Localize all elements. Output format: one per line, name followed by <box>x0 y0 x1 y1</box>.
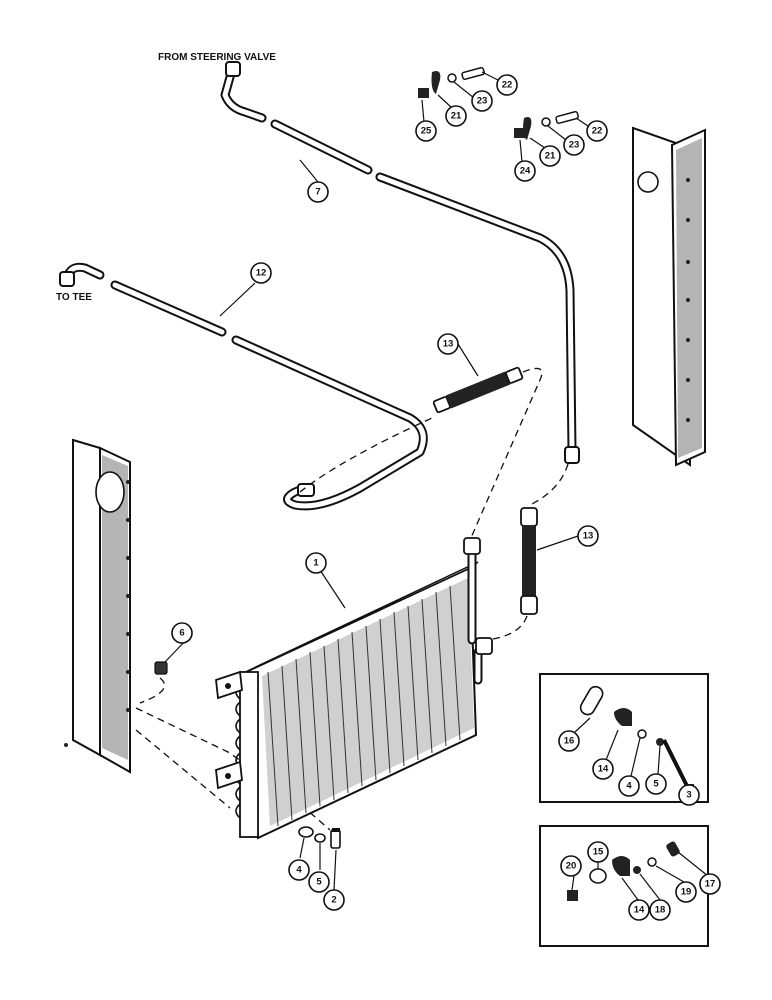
svg-text:20: 20 <box>566 861 577 872</box>
fitting-icon <box>59 271 75 287</box>
callout-25: 25 <box>415 120 437 142</box>
bottom-hardware <box>298 826 341 849</box>
dashed-connection-line <box>469 367 543 541</box>
svg-text:13: 13 <box>583 531 594 542</box>
callout-1: 1 <box>305 552 327 574</box>
svg-text:13: 13 <box>443 339 454 350</box>
callout-22: 22 <box>586 120 608 142</box>
svg-text:5: 5 <box>316 877 322 888</box>
callout-17: 17 <box>699 873 721 895</box>
callout-4: 4 <box>288 859 310 881</box>
svg-text:23: 23 <box>477 96 488 107</box>
svg-text:16: 16 <box>564 736 575 747</box>
svg-text:14: 14 <box>598 764 609 775</box>
dashed-connection-line <box>135 729 231 809</box>
dashed-connection-line <box>299 417 433 493</box>
svg-text:6: 6 <box>179 628 184 639</box>
svg-text:22: 22 <box>592 126 603 137</box>
callout-23: 23 <box>563 134 585 156</box>
svg-text:7: 7 <box>315 187 320 198</box>
label-to-tee: TO TEE <box>56 292 92 303</box>
callout-21: 21 <box>539 145 561 167</box>
svg-text:1: 1 <box>313 558 319 569</box>
hose-13-upper <box>432 366 524 414</box>
svg-text:25: 25 <box>421 126 432 137</box>
callout-23: 23 <box>471 90 493 112</box>
svg-text:18: 18 <box>655 905 666 916</box>
svg-text:14: 14 <box>634 905 645 916</box>
callout-4: 4 <box>618 775 640 797</box>
callout-14: 14 <box>592 758 614 780</box>
fitting-icon <box>475 637 493 655</box>
fitting-icon <box>564 446 580 464</box>
callout-13: 13 <box>577 525 599 547</box>
callout-12: 12 <box>250 262 272 284</box>
svg-text:21: 21 <box>545 151 556 162</box>
svg-text:12: 12 <box>256 268 267 279</box>
callout-21: 21 <box>445 105 467 127</box>
hose-13-lower <box>520 507 538 615</box>
svg-text:2: 2 <box>331 895 336 906</box>
top-hardware <box>418 66 579 140</box>
callout-14: 14 <box>628 899 650 921</box>
fitting-icon <box>225 61 241 77</box>
left-side-panel <box>64 438 131 774</box>
callout-19: 19 <box>675 881 697 903</box>
svg-text:21: 21 <box>451 111 462 122</box>
svg-text:22: 22 <box>502 80 513 91</box>
svg-text:4: 4 <box>296 865 302 876</box>
dashed-connection-line <box>139 677 166 704</box>
svg-text:15: 15 <box>593 847 604 858</box>
callout-13: 13 <box>437 333 459 355</box>
square-nut-icon <box>154 661 168 675</box>
callout-16: 16 <box>558 730 580 752</box>
fitting-icon <box>463 537 481 555</box>
svg-text:17: 17 <box>705 879 716 890</box>
label-from-steering-valve: FROM STEERING VALVE <box>158 52 276 63</box>
dashed-connection-line <box>485 615 528 641</box>
fitting-icon <box>297 483 315 497</box>
leader-lines <box>164 71 709 901</box>
svg-text:4: 4 <box>626 781 632 792</box>
right-side-panel <box>632 126 706 467</box>
callout-22: 22 <box>496 74 518 96</box>
callout-6: 6 <box>171 622 193 644</box>
svg-text:24: 24 <box>520 166 531 177</box>
oil-cooler-core <box>215 537 493 840</box>
callout-20: 20 <box>560 855 582 877</box>
callout-3: 3 <box>678 784 700 806</box>
dashed-connection-line <box>529 463 569 506</box>
callout-5: 5 <box>645 773 667 795</box>
callout-18: 18 <box>649 899 671 921</box>
tube-7 <box>220 61 580 464</box>
svg-text:19: 19 <box>681 887 692 898</box>
callout-15: 15 <box>587 841 609 863</box>
callout-2: 2 <box>323 889 345 911</box>
callout-5: 5 <box>308 871 330 893</box>
detail-inset-clamp-assembly-b <box>539 825 709 947</box>
callout-24: 24 <box>514 160 536 182</box>
svg-text:3: 3 <box>686 790 691 801</box>
svg-text:5: 5 <box>653 779 659 790</box>
svg-text:23: 23 <box>569 140 580 151</box>
callout-7: 7 <box>307 181 329 203</box>
tube-12 <box>59 262 428 511</box>
